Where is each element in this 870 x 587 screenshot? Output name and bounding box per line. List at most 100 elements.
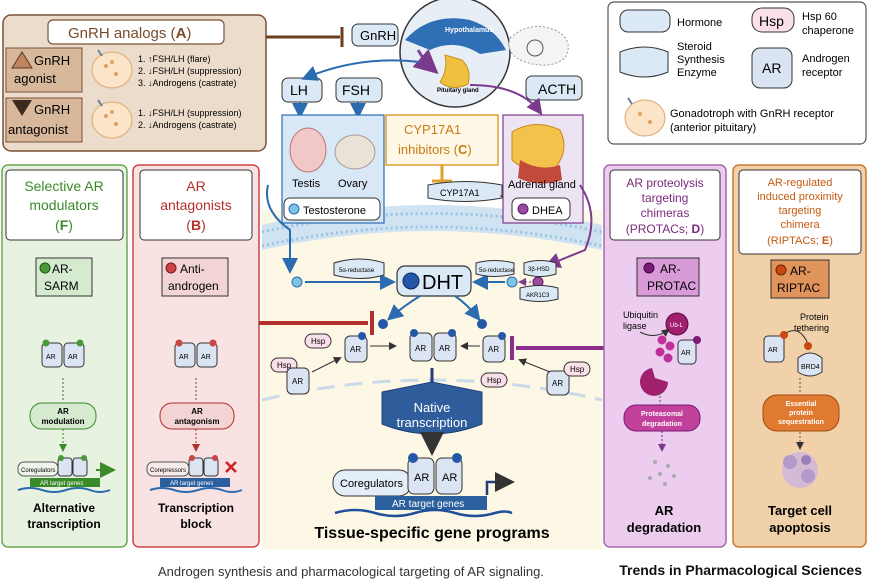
- apoptotic-cell-icon: [782, 452, 818, 488]
- svg-text:AR: AR: [552, 379, 563, 388]
- brd4-label: BRD4: [801, 364, 820, 371]
- cyp-enzyme: [427, 181, 503, 202]
- gonadotroph-cell-icon: [91, 49, 133, 89]
- gonads: Testis Ovary Testosterone: [281, 114, 385, 224]
- legend-hsp-swatch: [751, 7, 795, 33]
- panel-gnrh-analogs: GnRH analogs (A) GnRH agonist 1. ↑FSH/LH…: [2, 14, 267, 152]
- brain-thumbnail-icon: [508, 25, 569, 66]
- panel-b-title-2: antagonists: [160, 197, 232, 213]
- cyp-enzyme-label: CYP17A1: [440, 188, 480, 198]
- legend-gonadotroph-line2: (anterior pituitary): [670, 122, 756, 134]
- antagonist-effect-2: 2. ↓Androgens (castrate): [138, 120, 237, 130]
- dhea-icon: [517, 203, 529, 215]
- coregulators-label: Coregulators: [340, 478, 403, 490]
- svg-text:Hsp: Hsp: [277, 361, 292, 370]
- enzyme-right-label: 5α-reductase: [479, 268, 515, 274]
- legend-hsp-tag: Hsp: [759, 13, 784, 29]
- legend: Hormone Hsp Hsp 60 chaperone Steroid Syn…: [607, 1, 867, 145]
- svg-text:AR: AR: [201, 354, 211, 361]
- panel-d-title-3: chimeras: [641, 206, 690, 220]
- panel-f-letter: F: [60, 217, 69, 233]
- ovary-icon: [334, 134, 376, 170]
- testosterone-molecule: [291, 276, 303, 288]
- svg-text:AR: AR: [68, 354, 78, 361]
- legend-ar-swatch: [751, 47, 793, 89]
- svg-text:AR: AR: [292, 377, 303, 386]
- panel-f-bottom-2: transcription: [27, 517, 100, 531]
- panel-d-title-1: AR proteolysis: [626, 176, 703, 190]
- native-line1: Native: [414, 400, 451, 415]
- testosterone-icon: [288, 203, 300, 215]
- legend-hsp-line1: Hsp 60: [802, 11, 837, 23]
- acth-hormone: [525, 75, 583, 101]
- panel-f-drug-1: AR-: [52, 262, 73, 276]
- panel-b-action-1: AR: [191, 407, 203, 416]
- svg-text:Hsp: Hsp: [487, 376, 502, 385]
- panel-b-drug-2: androgen: [168, 279, 219, 293]
- journal-name: Trends in Pharmacological Sciences: [619, 562, 862, 578]
- panel-d-letter: D: [692, 222, 701, 236]
- panel-e-seq-3: sequestration: [778, 419, 824, 426]
- svg-text:AR: AR: [350, 345, 361, 354]
- panel-e-title-1: AR-regulated: [768, 177, 833, 189]
- antagonist-effect-1: 1. ↓FSH/LH (suppression): [138, 108, 242, 118]
- panel-protacs: AR proteolysis targeting chimeras (PROTA…: [603, 164, 727, 548]
- pituitary-label: Pituitary gland: [437, 88, 479, 94]
- agonist-label-line1: GnRH: [34, 53, 70, 68]
- testosterone-label: Testosterone: [303, 205, 366, 217]
- agonist-effect-2: 2. ↓FSH/LH (suppression): [138, 66, 242, 76]
- programs-label: Tissue-specific gene programs: [314, 525, 549, 542]
- cyp-title: CYP17A1: [404, 122, 461, 137]
- panel-d-title-2: targeting: [642, 191, 689, 205]
- testis-label: Testis: [292, 178, 321, 190]
- panel-d-bottom-2: degradation: [627, 520, 701, 535]
- antagonist-label-line1: GnRH: [34, 102, 70, 117]
- panel-d-ligase-2: ligase: [623, 321, 647, 331]
- legend-enzyme-line1: Steroid: [677, 41, 712, 53]
- panel-b-bottom-2: block: [180, 517, 212, 531]
- dht-label: DHT: [422, 272, 463, 294]
- svg-text:AR: AR: [414, 472, 429, 484]
- hypothalamus-pituitary: GnRH Hypothalamus Pituitary gland: [351, 0, 569, 108]
- svg-text:AR: AR: [439, 344, 450, 353]
- akr-label: AKR1C3: [526, 293, 550, 299]
- sarm-icon: [39, 262, 51, 274]
- svg-text:(B): (B): [186, 217, 205, 233]
- gonadotroph-cell-icon: [624, 97, 666, 137]
- svg-text:(F): (F): [55, 217, 73, 233]
- panel-f-action-1: AR: [57, 407, 69, 416]
- gnrh-analogs-letter: A: [176, 25, 187, 42]
- svg-text:Hsp: Hsp: [570, 365, 585, 374]
- panel-e-letter: E: [822, 235, 829, 247]
- svg-text:AR: AR: [442, 472, 457, 484]
- dna-icon: [149, 487, 243, 493]
- hsd-label: 3β-HSD: [528, 267, 550, 273]
- legend-hormone: Hormone: [677, 17, 722, 29]
- adrenal: Adrenal gland DHEA: [500, 114, 584, 224]
- cyp-letter: C: [458, 142, 468, 157]
- panel-b-bottom-1: Transcription: [158, 501, 234, 515]
- legend-hormone-swatch: [619, 9, 671, 33]
- panel-d-ligase-1: Ubiquitin: [623, 310, 658, 320]
- svg-text:AR: AR: [768, 347, 778, 354]
- fsh-label: FSH: [342, 82, 370, 98]
- native-line2: transcription: [397, 415, 468, 430]
- panel-e-title-2: induced proximity: [757, 191, 843, 203]
- panel-e-seq-2: protein: [789, 410, 813, 417]
- panel-f-drug-2: SARM: [44, 279, 79, 293]
- lh-label: LH: [290, 82, 308, 98]
- panel-e-tether-1: Protein: [800, 312, 829, 322]
- panel-e-seq-1: Essential: [786, 401, 817, 408]
- svg-text:Hsp: Hsp: [311, 337, 326, 346]
- legend-hsp-line2: chaperone: [802, 25, 854, 37]
- panel-d-drug-1: AR-: [660, 262, 681, 276]
- svg-text:inhibitors (C): inhibitors (C): [398, 142, 472, 157]
- panel-b-drug-1: Anti-: [180, 262, 205, 276]
- panel-b-genes: AR target genes: [170, 481, 213, 487]
- dht-icon: [402, 272, 420, 290]
- panel-e-paren: (RIPTACs;: [767, 235, 822, 247]
- panel-riptacs: AR-regulated induced proximity targeting…: [732, 164, 867, 548]
- panel-f-action-2: modulation: [41, 417, 84, 426]
